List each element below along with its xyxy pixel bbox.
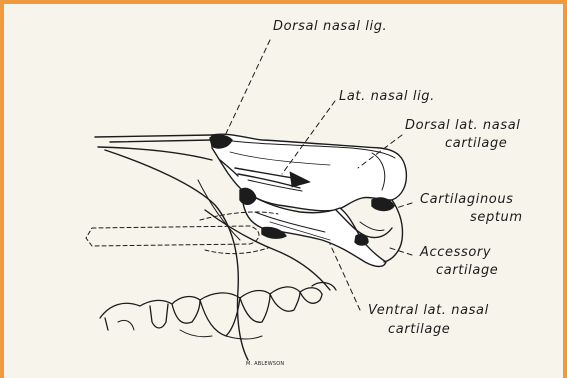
artist-signature: M. ABLEWSON xyxy=(246,361,284,367)
label-ventral-lat-nasal-cartilage-line1: Ventral lat. nasal xyxy=(368,303,489,318)
label-dorsal-lat-nasal-cartilage-line1: Dorsal lat. nasal xyxy=(405,118,521,133)
nasal-bone-line xyxy=(95,135,212,137)
skull-contour xyxy=(105,150,248,360)
label-cartilaginous-septum-line2: septum xyxy=(470,210,523,225)
label-dorsal-lat-nasal-cartilage-line2: cartilage xyxy=(445,136,507,151)
label-lat-nasal-lig: Lat. nasal lig. xyxy=(339,89,435,104)
nasal-bone-line-2 xyxy=(110,140,212,142)
label-ventral-lat-nasal-cartilage-line2: cartilage xyxy=(388,322,450,337)
leader-septum xyxy=(396,203,412,208)
label-cartilaginous-septum-line1: Cartilaginous xyxy=(420,192,514,207)
label-accessory-cartilage-line1: Accessory xyxy=(420,245,491,260)
leader-dorsal-nasal-lig xyxy=(222,40,270,142)
label-dorsal-nasal-lig: Dorsal nasal lig. xyxy=(273,19,387,34)
leader-accessory xyxy=(390,248,412,255)
teeth-outline xyxy=(100,287,322,318)
label-accessory-cartilage-line2: cartilage xyxy=(436,263,498,278)
accessory-cartilage xyxy=(355,234,368,245)
